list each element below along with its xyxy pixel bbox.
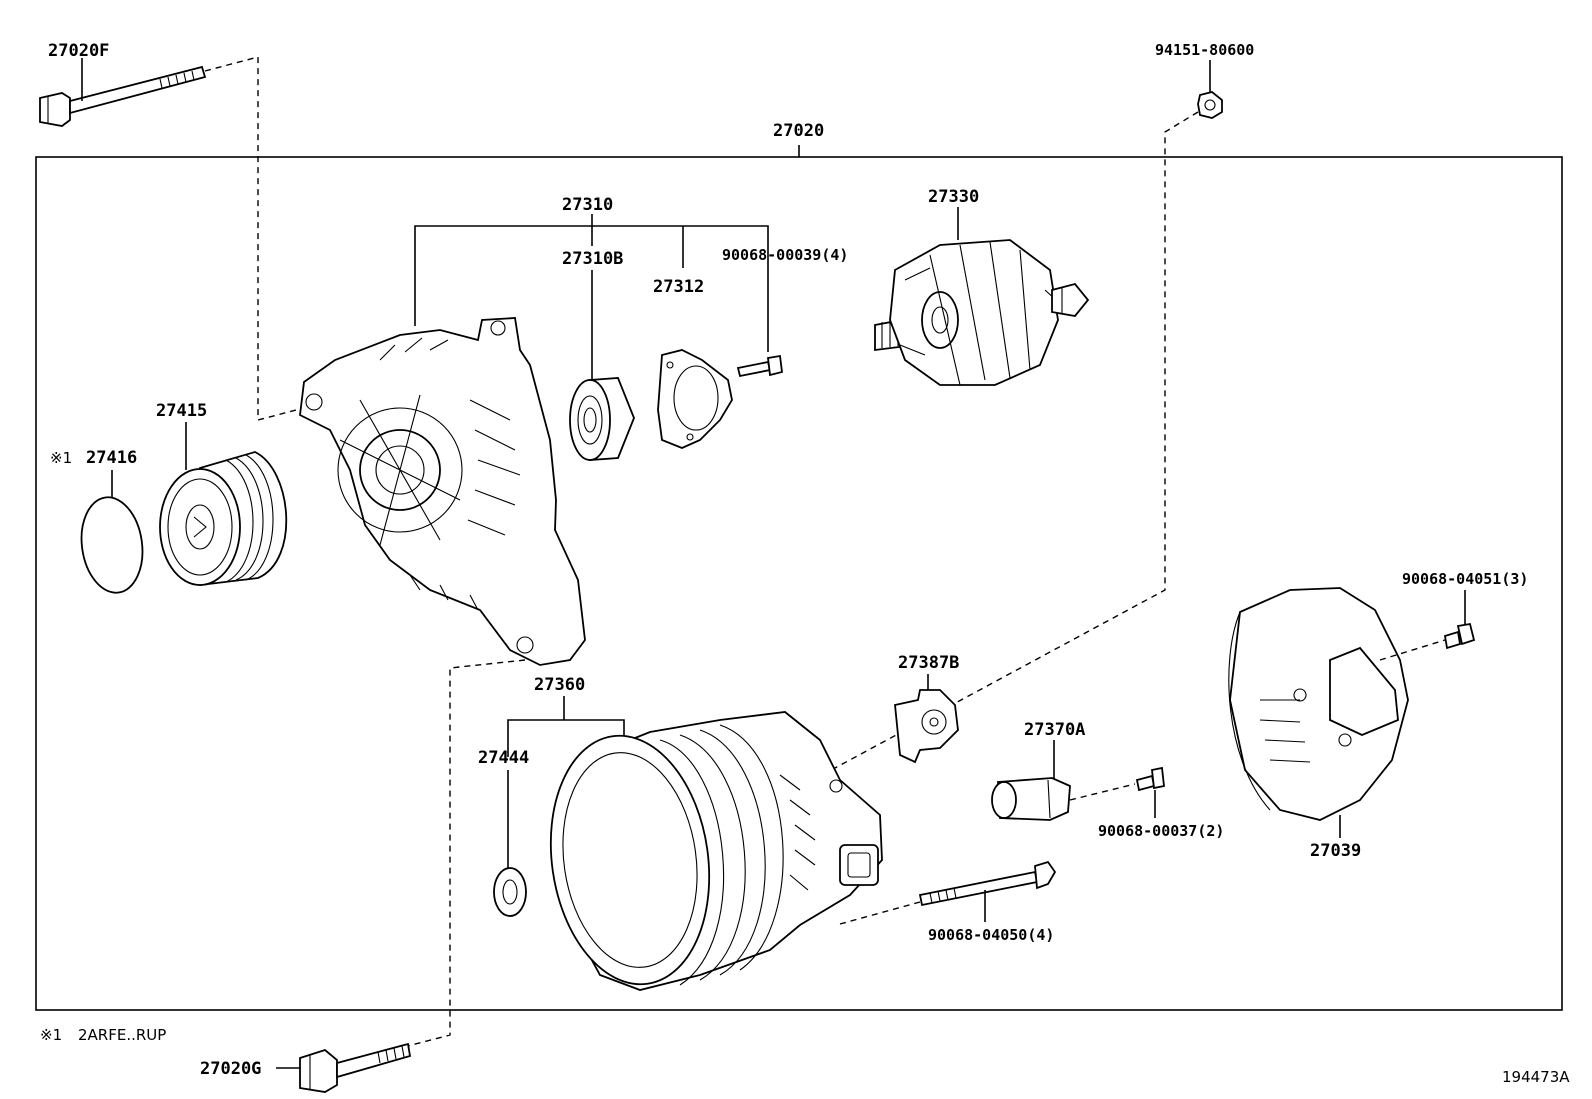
callout-27360[interactable]: 27360: [534, 675, 585, 695]
terminal-insulator-27387b[interactable]: [894, 689, 959, 764]
footnote-text: 2ARFE..RUP: [78, 1026, 166, 1044]
callout-90068-04051[interactable]: 90068-04051(3): [1402, 570, 1528, 588]
callout-27416[interactable]: 27416: [86, 448, 137, 468]
bearing-27310b[interactable]: [569, 377, 635, 461]
footnote-mark: ※1: [40, 1026, 62, 1044]
callout-90068-00039[interactable]: 90068-00039(4): [722, 246, 848, 264]
retainer-27312[interactable]: [657, 349, 733, 449]
bolt-27020g[interactable]: [299, 1042, 412, 1093]
callout-mark-27416: ※1: [50, 449, 72, 467]
nut-94151-80600[interactable]: [1197, 91, 1223, 119]
screw-90068-00039[interactable]: [736, 354, 783, 378]
figure-id: 194473A: [1502, 1068, 1570, 1086]
callout-27039[interactable]: 27039: [1310, 841, 1361, 861]
pulley-cap-27416[interactable]: [76, 493, 149, 596]
callout-27370a[interactable]: 27370A: [1024, 720, 1085, 740]
callout-27020[interactable]: 27020: [773, 121, 824, 141]
callout-27312[interactable]: 27312: [653, 277, 704, 297]
callout-90068-04050[interactable]: 90068-04050(4): [928, 926, 1054, 944]
callout-27330[interactable]: 27330: [928, 187, 979, 207]
callout-27444[interactable]: 27444: [478, 748, 529, 768]
brush-holder-27370a[interactable]: [991, 777, 1071, 821]
callout-90068-00037[interactable]: 90068-00037(2): [1098, 822, 1224, 840]
bolt-27020f[interactable]: [39, 65, 207, 127]
screw-90068-00037[interactable]: [1135, 766, 1165, 792]
callout-27020f[interactable]: 27020F: [48, 41, 109, 61]
callout-27310[interactable]: 27310: [562, 195, 613, 215]
callout-94151-80600[interactable]: 94151-80600: [1155, 41, 1254, 59]
insulator-27444[interactable]: [493, 867, 527, 917]
callout-27387b[interactable]: 27387B: [898, 653, 959, 673]
rotor-27330[interactable]: [874, 239, 1090, 386]
rear-cover-27039[interactable]: [1228, 587, 1409, 821]
nut-90068-04051[interactable]: [1443, 622, 1476, 650]
through-bolt-90068-04050[interactable]: [918, 860, 1057, 907]
callout-27020g[interactable]: 27020G: [200, 1059, 261, 1079]
drive-end-frame-27310[interactable]: [299, 317, 586, 666]
rectifier-end-frame-27360[interactable]: [535, 711, 883, 995]
callout-27310b[interactable]: 27310B: [562, 249, 623, 269]
callout-27415[interactable]: 27415: [156, 401, 207, 421]
pulley-27415[interactable]: [159, 451, 288, 587]
